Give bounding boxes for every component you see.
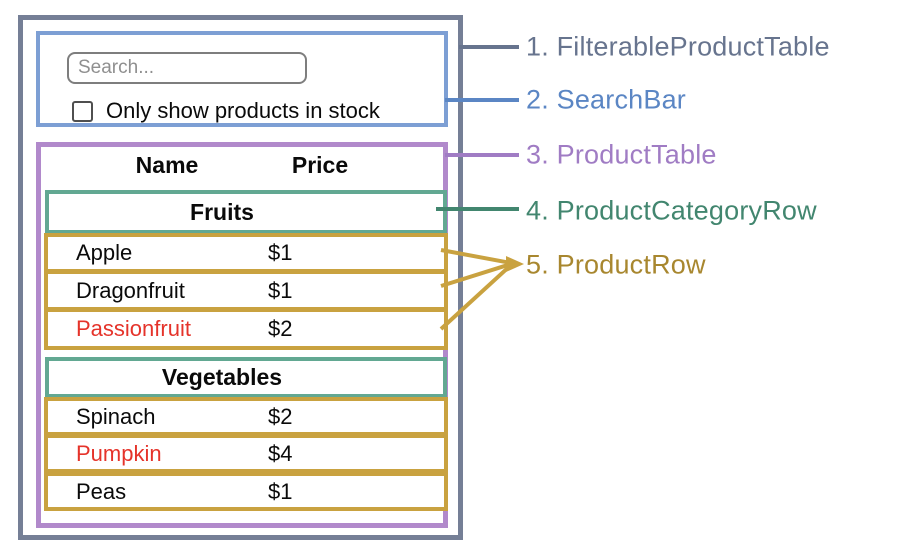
legend-label-search-bar: 2. SearchBar	[526, 84, 686, 115]
legend-label-product-row: 5. ProductRow	[526, 249, 706, 280]
search-input[interactable]	[67, 52, 307, 84]
stock-filter-label: Only show products in stock	[106, 98, 380, 123]
product-price: $1	[268, 478, 293, 504]
arrowhead-product-row	[506, 256, 524, 272]
product-price: $4	[268, 440, 293, 466]
column-header-price: Price	[291, 152, 349, 178]
product-name: Spinach	[76, 403, 156, 429]
product-price: $1	[268, 240, 293, 265]
category-row-vegetables: Vegetables	[45, 357, 447, 398]
search-bar-outline: Only show products in stock	[36, 31, 448, 127]
product-row-dragonfruit: Dragonfruit $1	[44, 270, 448, 311]
product-name: Apple	[76, 240, 133, 265]
stock-filter-checkbox[interactable]	[72, 100, 93, 122]
product-row-spinach: Spinach $2	[44, 397, 448, 436]
category-label: Fruits	[190, 198, 254, 225]
product-name: Dragonfruit	[76, 277, 185, 303]
product-row-apple: Apple $1	[44, 233, 448, 273]
product-row-pumpkin: Pumpkin $4	[44, 434, 448, 473]
product-price: $2	[268, 316, 293, 341]
product-row-peas: Peas $1	[44, 472, 448, 511]
product-row-passionfruit: Passionfruit $2	[44, 308, 448, 350]
product-name-out-of-stock: Pumpkin	[76, 440, 162, 466]
legend-label-filterable-product-table: 1. FilterableProductTable	[526, 31, 830, 62]
product-name-out-of-stock: Passionfruit	[76, 316, 191, 341]
category-label: Vegetables	[161, 364, 283, 390]
category-row-fruits: Fruits	[45, 190, 447, 234]
stock-filter-row: Only show products in stock	[72, 98, 380, 124]
product-price: $2	[268, 403, 293, 429]
product-table-outline: Name Price Fruits Apple $1 Dragonfruit $…	[36, 142, 448, 528]
legend-label-product-table: 3. ProductTable	[526, 139, 717, 170]
product-price: $1	[268, 277, 293, 303]
column-header-name: Name	[135, 152, 199, 178]
product-name: Peas	[76, 478, 127, 504]
legend-label-product-category-row: 4. ProductCategoryRow	[526, 195, 817, 226]
